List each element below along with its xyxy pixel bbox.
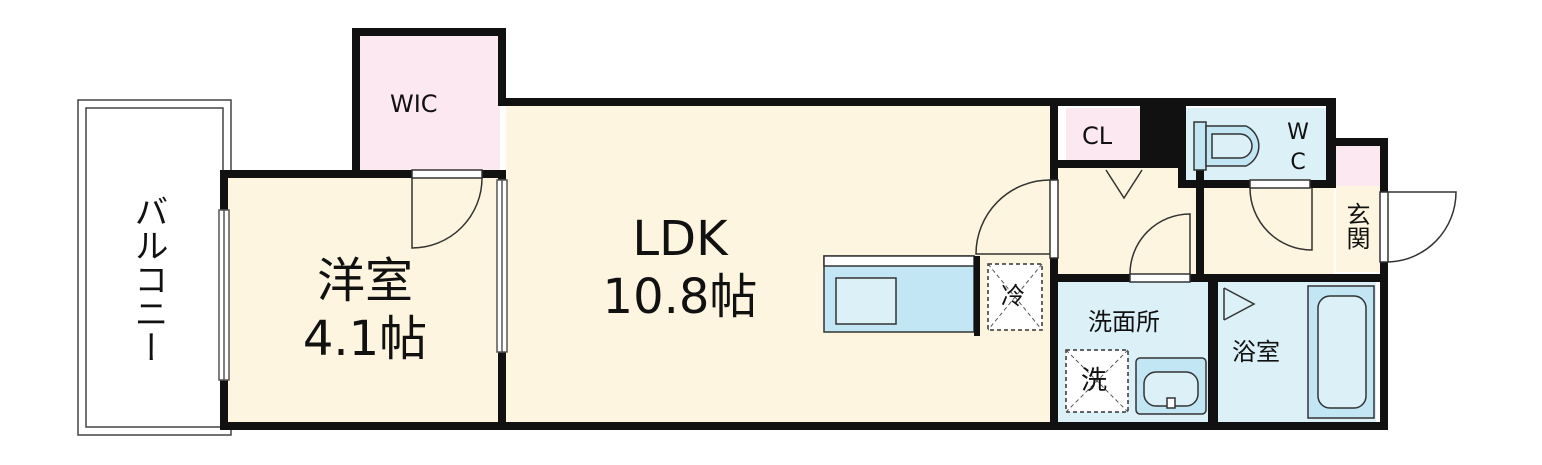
ldk-name: LDK bbox=[632, 211, 728, 267]
western-room-size: 4.1帖 bbox=[302, 311, 428, 367]
toilet-label: W C bbox=[1286, 118, 1310, 178]
balcony-label: バルコニー bbox=[128, 194, 168, 364]
bathtub bbox=[1307, 285, 1375, 419]
balcony bbox=[77, 99, 232, 436]
bathroom-label: 浴室 bbox=[1232, 338, 1280, 366]
washroom-label: 洗面所 bbox=[1088, 308, 1160, 336]
wash-basin bbox=[1135, 357, 1207, 415]
kitchen-counter bbox=[823, 255, 980, 336]
toilet-label-bottom: C bbox=[1290, 150, 1306, 175]
entrance-floor bbox=[1336, 146, 1380, 186]
entrance-step-floor bbox=[1336, 186, 1380, 272]
walls bbox=[220, 28, 1388, 430]
wic-floor bbox=[360, 36, 500, 176]
toilet-fixture bbox=[1193, 121, 1260, 171]
toilet-label-top: W bbox=[1287, 120, 1309, 145]
closet-label: CL bbox=[1082, 122, 1113, 150]
fridge-label: 冷 bbox=[1001, 282, 1025, 310]
wic-label: WIC bbox=[390, 90, 438, 118]
windows bbox=[218, 179, 508, 381]
entrance-label: 玄関 bbox=[1342, 202, 1370, 250]
western-room-label: 洋室 4.1帖 bbox=[270, 252, 460, 368]
ldk-size: 10.8帖 bbox=[602, 269, 758, 325]
washer-spot bbox=[1065, 349, 1129, 413]
doors bbox=[411, 169, 1457, 321]
fridge-spot bbox=[987, 263, 1043, 331]
washer-label: 洗 bbox=[1081, 366, 1108, 396]
western-room-name: 洋室 bbox=[316, 253, 413, 309]
western-room-floor bbox=[228, 178, 500, 423]
closet-floor bbox=[1066, 108, 1144, 164]
ldk-label: LDK 10.8帖 bbox=[560, 210, 800, 326]
